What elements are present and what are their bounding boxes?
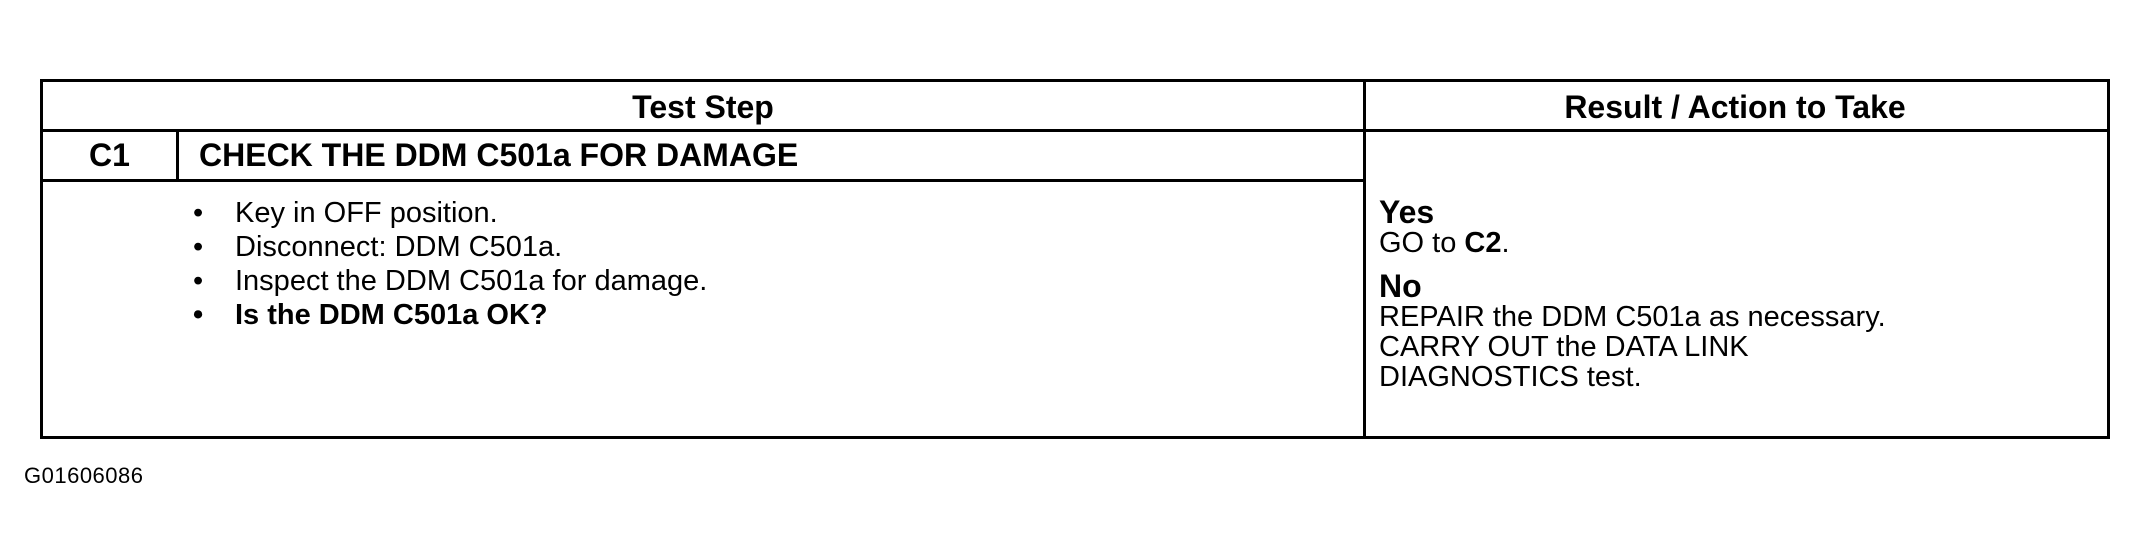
no-label: No — [1379, 268, 1422, 304]
result-actions: Yes GO to C2. No REPAIR the DDM C501a as… — [1379, 196, 1886, 392]
bullet-icon: • — [193, 265, 204, 297]
no-action-line: DIAGNOSTICS test. — [1379, 361, 1642, 393]
step-id: C1 — [43, 132, 179, 179]
goto-step-link: C2 — [1464, 227, 1502, 259]
list-item: •Disconnect: DDM C501a. — [193, 231, 563, 263]
diagnostic-table: Test Step Result / Action to Take C1 CHE… — [40, 79, 2110, 439]
list-item: •Key in OFF position. — [193, 197, 498, 229]
yes-action: GO to C2. — [1379, 227, 1510, 259]
bullet-icon: • — [193, 197, 204, 229]
bullet-icon: • — [193, 231, 204, 263]
header-result-action: Result / Action to Take — [1363, 82, 2107, 132]
step-instructions: •Key in OFF position. •Disconnect: DDM C… — [183, 198, 707, 334]
list-item: •Inspect the DDM C501a for damage. — [193, 265, 708, 297]
header-test-step: Test Step — [43, 82, 1363, 132]
column-divider — [1363, 82, 1366, 436]
figure-id: G01606086 — [24, 463, 144, 488]
question-item: •Is the DDM C501a OK? — [193, 299, 548, 331]
bullet-icon: • — [193, 299, 204, 331]
step-row: C1 CHECK THE DDM C501a FOR DAMAGE — [43, 132, 1363, 182]
yes-label: Yes — [1379, 194, 1435, 230]
no-action-line: REPAIR the DDM C501a as necessary. — [1379, 301, 1886, 333]
step-title: CHECK THE DDM C501a FOR DAMAGE — [199, 137, 799, 173]
spacer — [1379, 258, 1886, 270]
no-action-line: CARRY OUT the DATA LINK — [1379, 331, 1749, 363]
